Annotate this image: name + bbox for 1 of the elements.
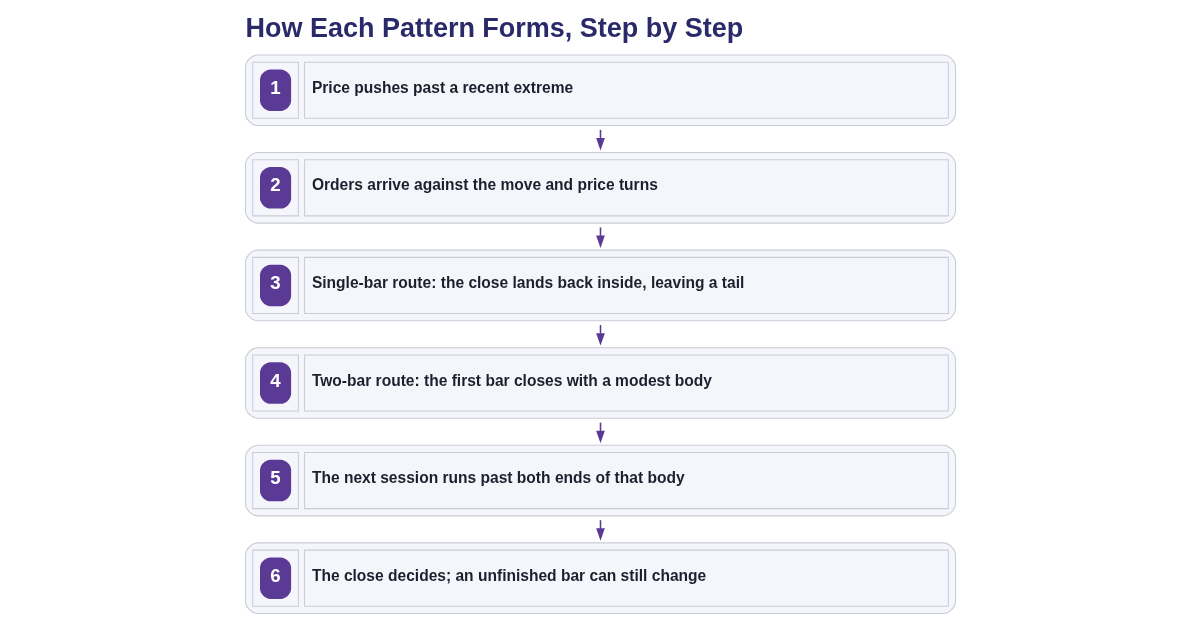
diagram-title: How Each Pattern Forms, Step by Step: [244, 13, 743, 44]
